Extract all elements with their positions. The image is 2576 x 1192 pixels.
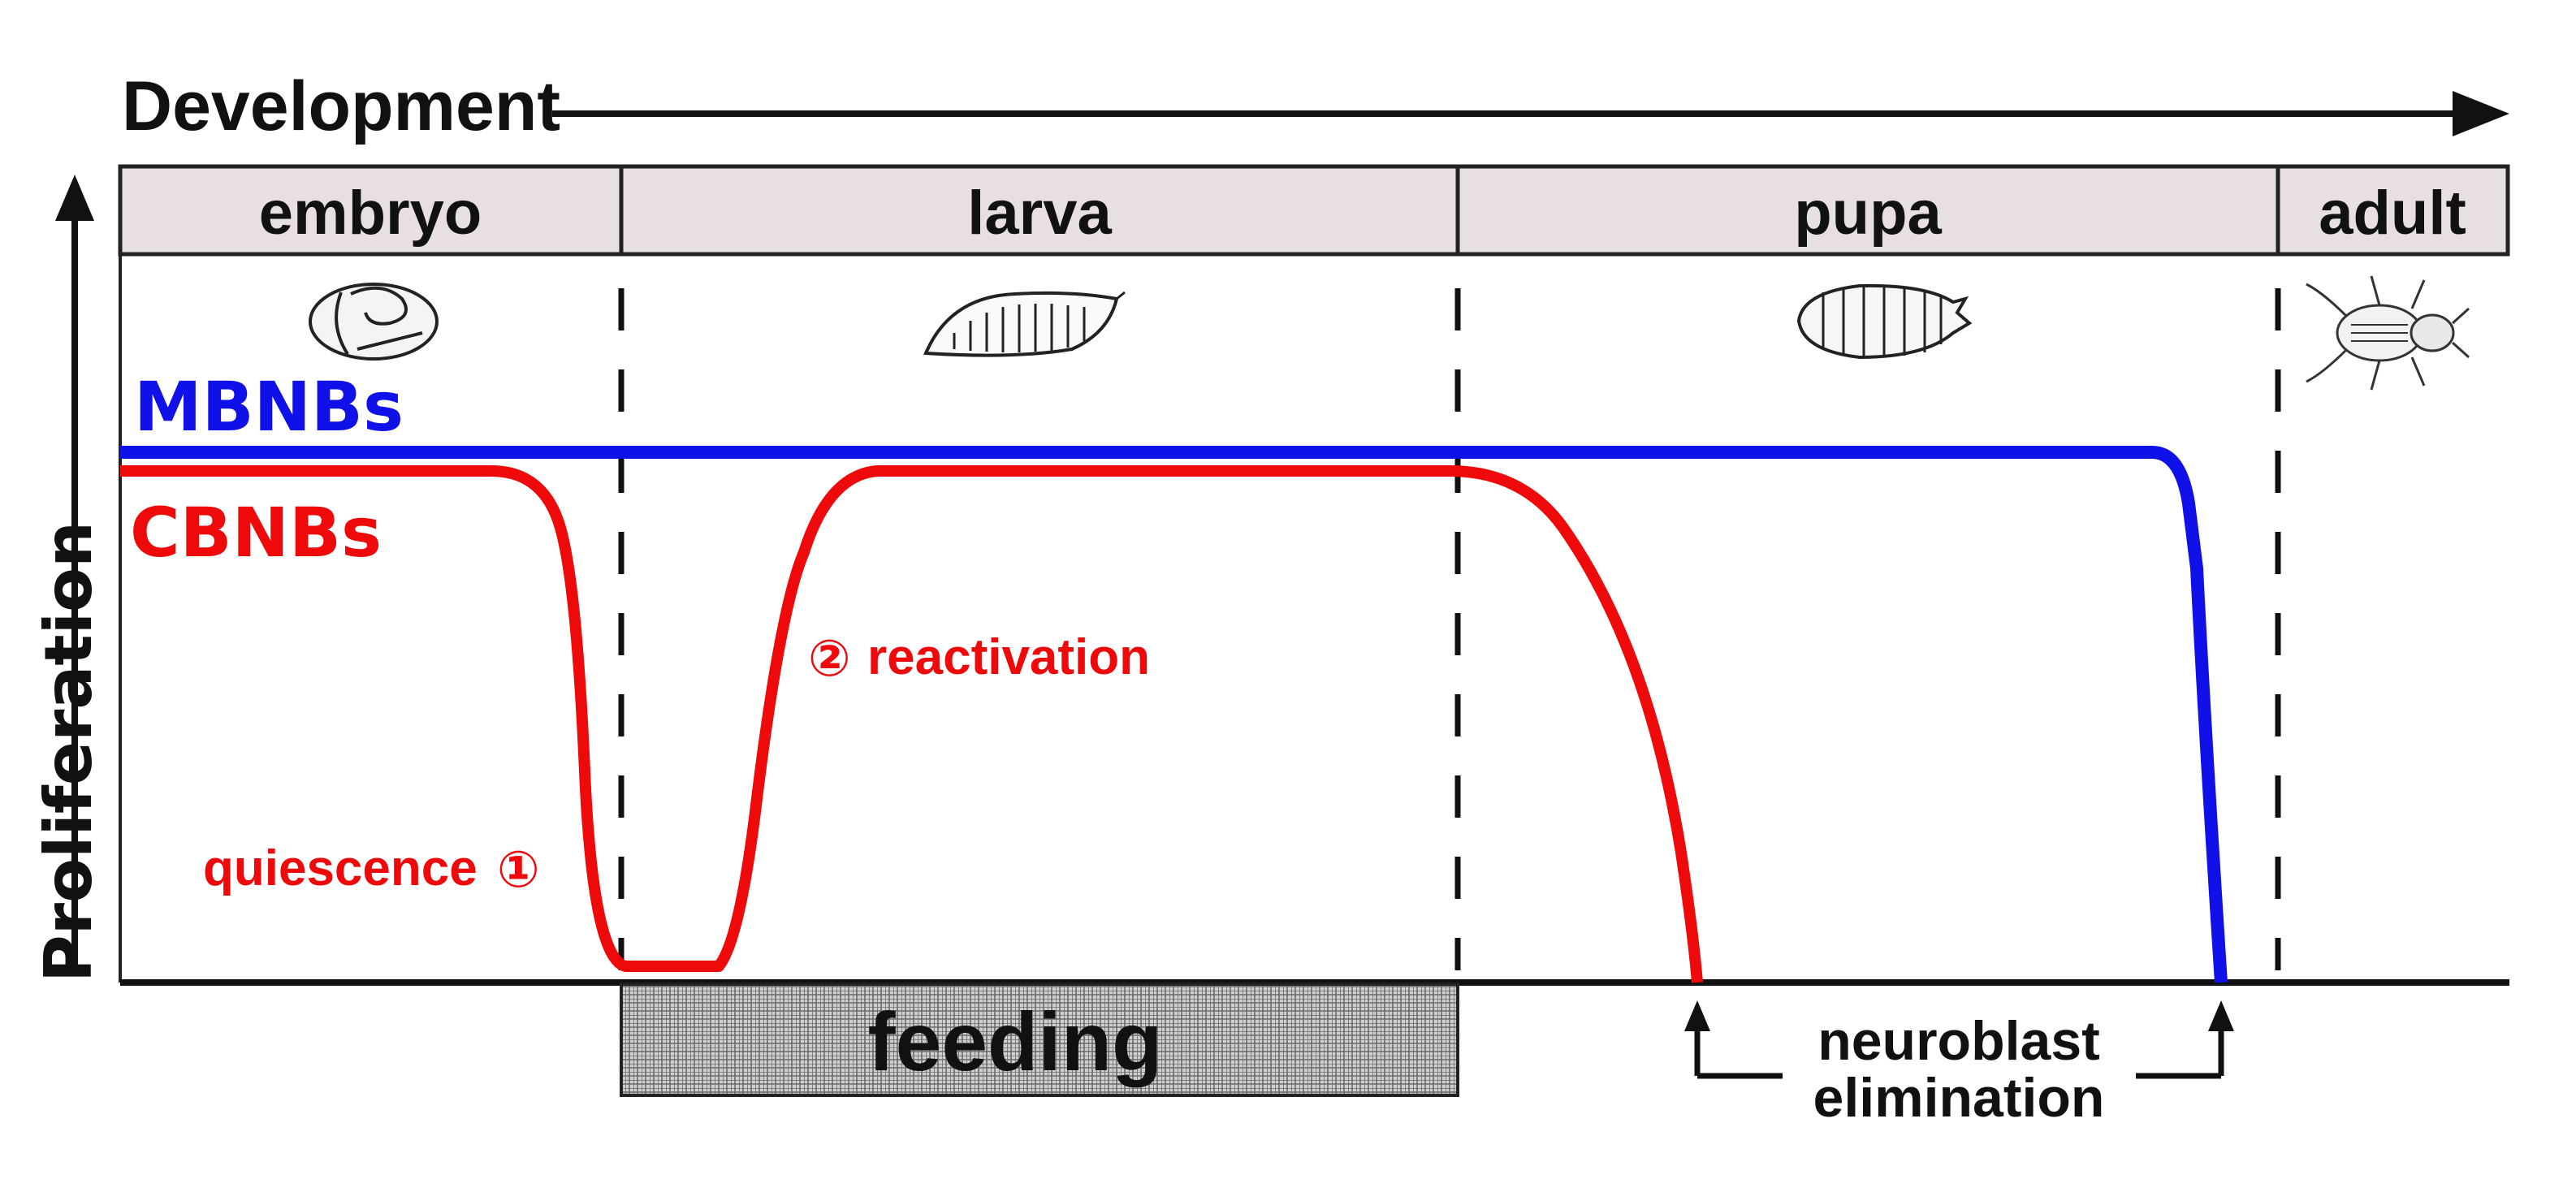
development-arrowhead-icon (2453, 91, 2509, 136)
mbnbs-curve (120, 446, 2228, 983)
stage-label-larva: larva (967, 179, 1112, 248)
proliferation-label: Proliferation (31, 521, 106, 983)
elimination-arrowhead-left-icon (1684, 1000, 1710, 1031)
series-label-mbnbs: MBNBs (134, 367, 404, 447)
elimination-bracket (1694, 1025, 2224, 1079)
elimination-label-line1: neuroblast (1817, 1010, 2100, 1072)
stage-label-pupa: pupa (1794, 179, 1942, 248)
larva-icon (923, 291, 1126, 357)
proliferation-arrowhead-icon (55, 175, 94, 221)
quiescence-marker: ① (497, 840, 540, 899)
embryo-icon (309, 283, 439, 361)
feeding-label: feeding (868, 995, 1163, 1088)
stage-label-embryo: embryo (259, 179, 482, 248)
elimination-arrowhead-right-icon (2208, 1000, 2234, 1031)
quiescence-label: quiescence (203, 840, 478, 896)
stage-bar (118, 164, 2510, 257)
pupa-icon (1796, 283, 1973, 360)
series-label-cbnbs: CBNBs (130, 493, 382, 572)
adult-fly-icon (2306, 275, 2470, 391)
reactivation-label: reactivation (867, 629, 1150, 685)
elimination-label-line2: elimination (1813, 1067, 2105, 1129)
feeding-bar (620, 983, 1459, 1097)
cbnbs-curve (120, 465, 1703, 983)
stage-label-adult: adult (2319, 179, 2466, 248)
development-label: Development (122, 67, 560, 145)
reactivation-marker: ② (808, 628, 851, 688)
